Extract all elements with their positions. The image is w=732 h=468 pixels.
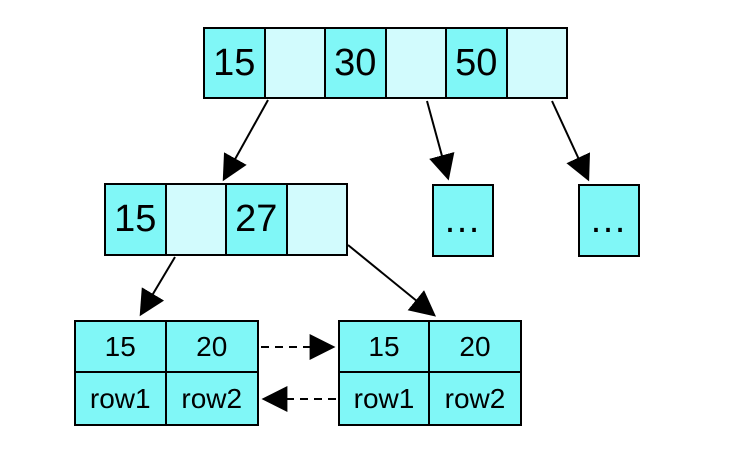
leaf-row-cell: row1: [76, 373, 167, 424]
root-node: 15 30 50: [203, 27, 568, 99]
overflow-node-1: …: [432, 184, 494, 257]
root-key-cell: 30: [326, 29, 387, 97]
leaf-row-cell: row2: [430, 373, 520, 424]
leaf-row-cell: row1: [340, 373, 430, 424]
arrow-root-to-internal: [222, 99, 269, 182]
arrow-internal-to-leaf-1: [139, 256, 176, 317]
leaf-node-1: 15 20 row1 row2: [74, 320, 259, 426]
ellipsis-label: …: [589, 199, 629, 241]
leaf-node-2: 15 20 row1 row2: [338, 320, 522, 426]
root-pointer-cell: [386, 29, 447, 97]
root-pointer-cell: [265, 29, 326, 97]
ellipsis-label: …: [443, 199, 483, 241]
arrow-internal-to-leaf-2: [347, 244, 437, 317]
root-key-cell: 50: [447, 29, 508, 97]
internal-pointer-cell: [287, 185, 346, 254]
leaf-row-cell: row2: [166, 373, 257, 424]
leaf-key-cell: 15: [76, 322, 167, 373]
leaf-key-cell: 20: [430, 322, 520, 373]
internal-pointer-cell: [166, 185, 227, 254]
root-key-cell: 15: [205, 29, 266, 97]
arrow-root-to-overflow-1: [426, 100, 455, 181]
internal-node: 15 27: [104, 183, 348, 256]
internal-key-cell: 27: [227, 185, 288, 254]
overflow-node-2: …: [578, 184, 640, 257]
leaf-key-cell: 20: [166, 322, 257, 373]
arrow-root-to-overflow-2: [551, 100, 590, 182]
leaf-key-cell: 15: [340, 322, 430, 373]
internal-key-cell: 15: [106, 185, 167, 254]
root-pointer-cell: [507, 29, 566, 97]
